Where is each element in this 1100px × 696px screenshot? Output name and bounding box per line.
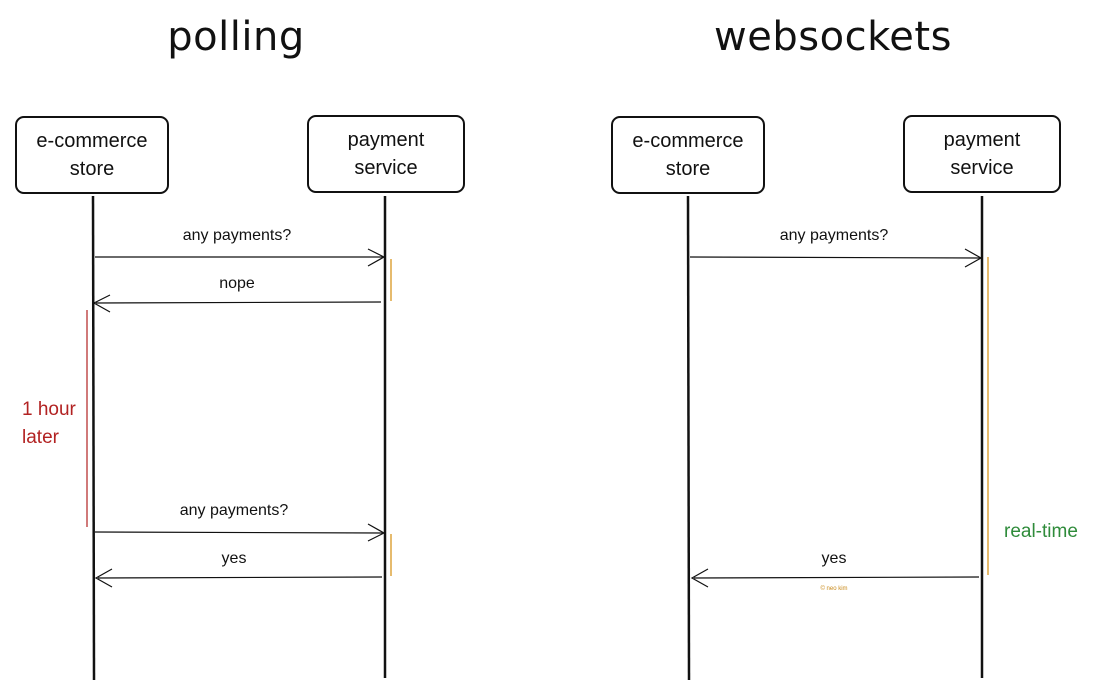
- arrowhead: [690, 568, 709, 588]
- actor-label: e-commerce: [632, 130, 744, 152]
- polling-response-arrow-2: [97, 576, 383, 579]
- ws-message-label: any payments?: [779, 227, 889, 244]
- actor-label: service: [354, 157, 418, 179]
- polling-response-arrow-1: [95, 301, 382, 304]
- actor-label: payment: [347, 129, 425, 151]
- ws-store-lifeline: [686, 195, 691, 681]
- websockets-title: websockets: [714, 14, 952, 60]
- arrowhead: [367, 248, 386, 267]
- actor-label: store: [665, 158, 711, 180]
- polling-request-arrow-2: [94, 531, 384, 534]
- ws-response-arrow: [693, 576, 980, 579]
- arrowhead: [92, 294, 111, 313]
- ws-request-arrow: [689, 256, 981, 259]
- polling-message-label: any payments?: [182, 227, 292, 244]
- actor-label: store: [69, 158, 115, 180]
- arrowhead: [964, 248, 983, 268]
- ws-store-box: e-commerce store: [611, 116, 765, 194]
- ws-payment-box: payment service: [903, 115, 1061, 193]
- polling-store-lifeline: [91, 195, 96, 681]
- actor-label: service: [950, 157, 1014, 179]
- wait-note-line: later: [22, 427, 59, 448]
- polling-store-box: e-commerce store: [15, 116, 169, 194]
- arrowhead: [94, 568, 113, 588]
- polling-message-label: nope: [219, 275, 255, 292]
- credit-text: © neo kim: [820, 586, 848, 592]
- wait-note: 1 hour later: [22, 396, 76, 452]
- actor-label: e-commerce: [36, 130, 148, 152]
- realtime-note: real-time: [1004, 521, 1078, 542]
- polling-title: polling: [167, 14, 305, 60]
- arrowhead: [367, 523, 386, 542]
- ws-message-label: yes: [821, 550, 847, 567]
- polling-message-label: yes: [221, 550, 247, 567]
- polling-payment-box: payment service: [307, 115, 465, 193]
- wait-note-line: 1 hour: [22, 399, 76, 420]
- actor-label: payment: [943, 129, 1021, 151]
- polling-message-label: any payments?: [179, 502, 289, 519]
